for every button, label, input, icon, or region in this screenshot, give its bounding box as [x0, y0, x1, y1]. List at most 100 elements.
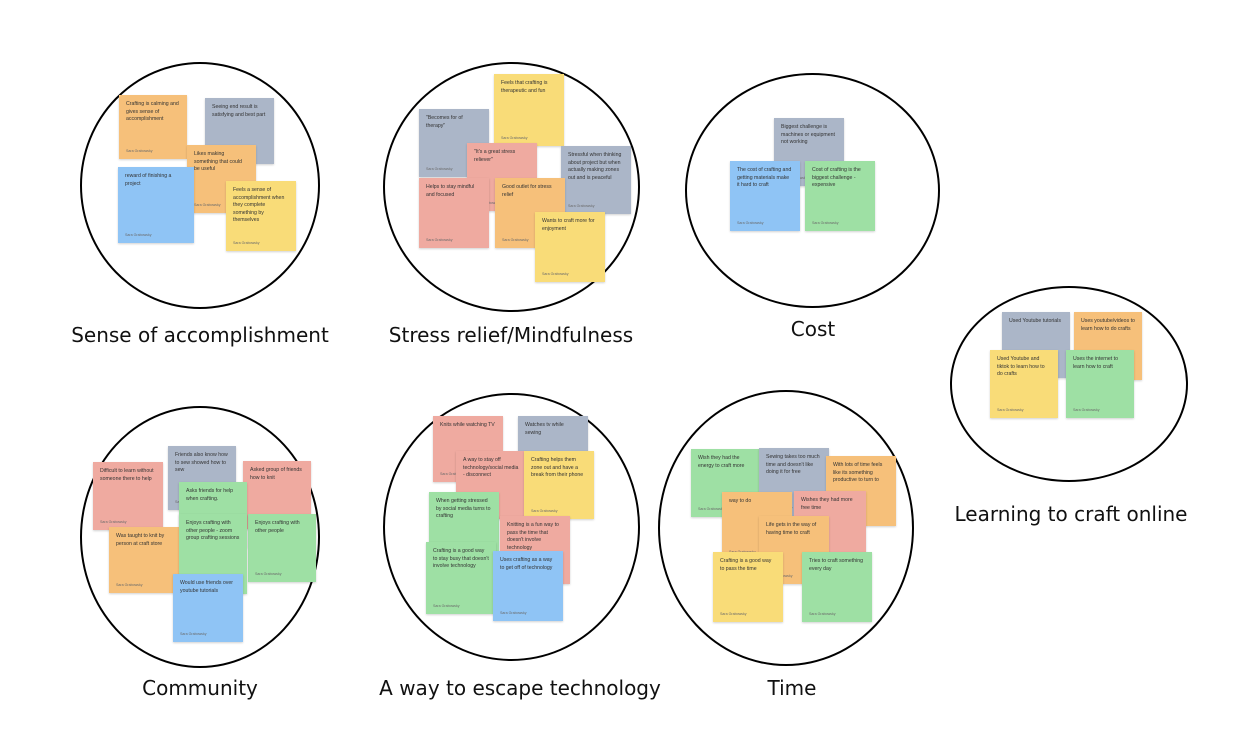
cluster-cost: Biggest challenge is machines or equipme…: [685, 73, 940, 308]
cluster-label: Sense of accomplishment: [71, 323, 329, 347]
note-text: Helps to stay mindful and focused: [426, 184, 475, 198]
note-author: Sara Grabowsky: [426, 238, 453, 242]
sticky-note[interactable]: Crafting helps them zone out and have a …: [524, 451, 594, 519]
note-text: Knits while watching TV: [440, 422, 495, 428]
sticky-note[interactable]: Feels that crafting is therapeutic and f…: [494, 74, 564, 146]
note-text: When getting stressed by social media tu…: [436, 498, 491, 520]
sticky-note[interactable]: Uses crafting as a way to get off of tec…: [493, 551, 563, 621]
note-text: Tries to craft something every day: [809, 558, 864, 572]
note-text: Used Youtube and tiktok to learn how to …: [997, 356, 1045, 378]
note-text: Wish they had the energy to craft more: [698, 455, 745, 469]
note-text: Asks friends for help when crafting.: [186, 488, 233, 502]
note-text: Stressful when thinking about project bu…: [568, 152, 622, 181]
note-author: Sara Grabowsky: [125, 233, 152, 237]
note-text: The cost of crafting and getting materia…: [737, 167, 792, 189]
note-author: Sara Grabowsky: [233, 241, 260, 245]
note-author: Sara Grabowsky: [531, 509, 558, 513]
note-text: Knitting is a fun way to pass the time t…: [507, 522, 559, 551]
note-text: Enjoys crafting with other people: [255, 520, 300, 534]
sticky-note[interactable]: Cost of crafting is the biggest challeng…: [805, 161, 875, 231]
cluster-label: A way to escape technology: [379, 676, 661, 700]
note-text: way to do: [729, 498, 752, 504]
note-text: Uses youtube/videos to learn how to do c…: [1081, 318, 1135, 332]
cluster-community: Friends also know how to sew showed how …: [80, 406, 320, 668]
note-text: reward of finishing a project: [125, 173, 172, 187]
note-text: Seeing end result is satisfying and best…: [212, 104, 266, 118]
cluster-label: Cost: [790, 317, 836, 341]
note-text: "It's a great stress reliever": [474, 149, 516, 163]
note-author: Sara Grabowsky: [126, 149, 153, 153]
note-text: Enjoys crafting with other people - zoom…: [186, 520, 240, 542]
note-author: Sara Grabowsky: [737, 221, 764, 225]
note-text: Crafting is a good way to stay busy that…: [433, 548, 489, 570]
note-author: Sara Grabowsky: [720, 612, 747, 616]
note-author: Sara Grabowsky: [501, 136, 528, 140]
note-author: Sara Grabowsky: [433, 604, 460, 608]
sticky-note[interactable]: Crafting is a good way to stay busy that…: [426, 542, 496, 614]
note-text: Likes making something that could be use…: [194, 151, 242, 173]
cluster-label: Time: [767, 676, 817, 700]
note-author: Sara Grabowsky: [812, 221, 839, 225]
note-text: Uses the internet to learn how to craft: [1073, 356, 1118, 370]
note-author: Sara Grabowsky: [568, 204, 595, 208]
sticky-note[interactable]: Crafting is calming and gives sense of a…: [119, 95, 187, 159]
note-author: Sara Grabowsky: [255, 572, 282, 576]
note-author: Sara Grabowsky: [440, 472, 467, 476]
note-text: Sewing takes too much time and doesn't l…: [766, 454, 820, 476]
note-text: A way to stay off technology/social medi…: [463, 457, 519, 479]
note-author: Sara Grabowsky: [542, 272, 569, 276]
note-author: Sara Grabowsky: [698, 507, 725, 511]
note-text: Biggest challenge is machines or equipme…: [781, 124, 835, 146]
note-text: With lots of time feels like its somethi…: [833, 462, 883, 484]
note-text: "Becomes for of therapy": [426, 115, 463, 129]
note-text: Crafting helps them zone out and have a …: [531, 457, 584, 479]
note-text: Used Youtube tutorials: [1009, 318, 1061, 324]
cluster-escape-technology: Knits while watching TV Sara Grabowsky Wa…: [383, 393, 640, 661]
cluster-label: Stress relief/Mindfulness: [388, 323, 634, 347]
note-text: Crafting is a good way to pass the time: [720, 558, 772, 572]
note-text: Cost of crafting is the biggest challeng…: [812, 167, 861, 189]
sticky-note[interactable]: Stressful when thinking about project bu…: [561, 146, 631, 214]
note-text: Wants to craft more for enjoyment: [542, 218, 595, 232]
cluster-label: Learning to craft online: [954, 502, 1188, 526]
note-author: Sara Grabowsky: [997, 408, 1024, 412]
note-text: Good outlet for stress relief: [502, 184, 552, 198]
note-author: Sara Grabowsky: [500, 611, 527, 615]
note-author: Sara Grabowsky: [1073, 408, 1100, 412]
note-text: Would use friends over youtube tutorials: [180, 580, 233, 594]
note-text: Was taught to knit by person at craft st…: [116, 533, 165, 547]
note-author: Sara Grabowsky: [809, 612, 836, 616]
note-text: Asked group of friends how to knit: [250, 467, 302, 481]
sticky-note[interactable]: The cost of crafting and getting materia…: [730, 161, 800, 231]
note-author: Sara Grabowsky: [100, 520, 127, 524]
note-text: Wishes they had more free time: [801, 497, 853, 511]
sticky-note[interactable]: Was taught to knit by person at craft st…: [109, 527, 179, 593]
note-text: Life gets in the way of having time to c…: [766, 522, 817, 536]
note-text: Crafting is calming and gives sense of a…: [126, 101, 179, 123]
cluster-stress-relief: Feels that crafting is therapeutic and f…: [383, 62, 640, 312]
note-author: Sara Grabowsky: [194, 203, 221, 207]
note-text: Watches tv while sewing: [525, 422, 564, 436]
sticky-note[interactable]: Would use friends over youtube tutorials…: [173, 574, 243, 642]
note-text: Uses crafting as a way to get off of tec…: [500, 557, 553, 571]
note-text: Difficult to learn without someone there…: [100, 468, 154, 482]
note-text: Feels a sense of accomplishment when the…: [233, 187, 285, 224]
sticky-note[interactable]: Feels a sense of accomplishment when the…: [226, 181, 296, 251]
note-author: Sara Grabowsky: [180, 632, 207, 636]
note-text: Friends also know how to sew showed how …: [175, 452, 228, 474]
sticky-note[interactable]: Used Youtube and tiktok to learn how to …: [990, 350, 1058, 418]
sticky-note[interactable]: Difficult to learn without someone there…: [93, 462, 163, 530]
cluster-sense-of-accomplishment: Crafting is calming and gives sense of a…: [80, 62, 320, 309]
cluster-label: Community: [142, 676, 258, 700]
note-author: Sara Grabowsky: [116, 583, 143, 587]
note-author: Sara Grabowsky: [502, 238, 529, 242]
